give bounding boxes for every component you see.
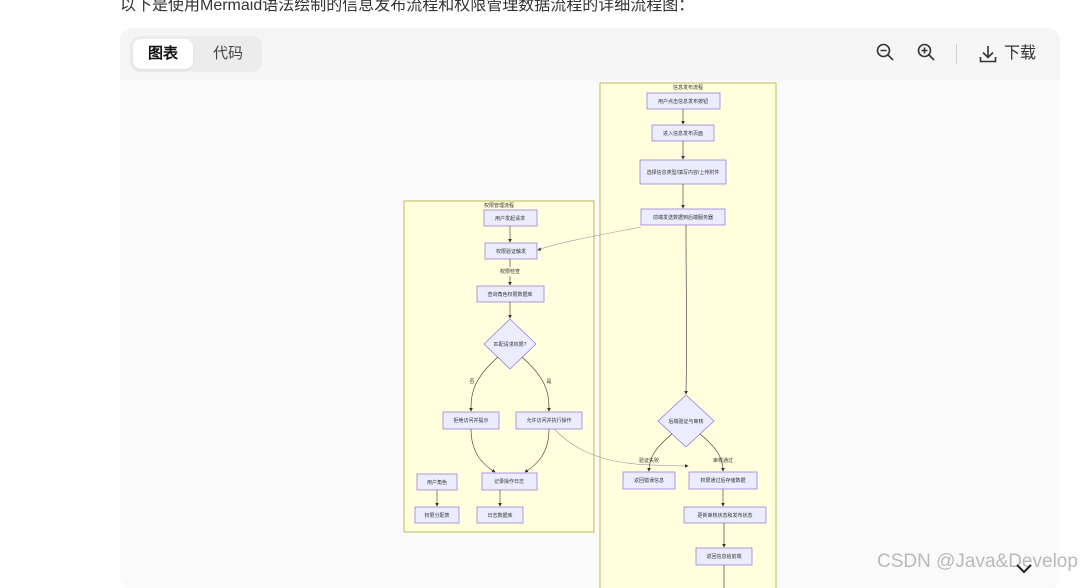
right-node-click: 用户点击信息发布按钮 bbox=[646, 92, 721, 110]
svg-text:前端发送数据到后端服务器: 前端发送数据到后端服务器 bbox=[653, 214, 713, 221]
zoom-in-button[interactable] bbox=[916, 42, 936, 67]
right-node-fill: 选择信息类型/填写内容/上传附件 bbox=[639, 159, 727, 185]
right-node-store: 权限通过后存储数据 bbox=[688, 471, 758, 490]
diagram-toolbar: 图表 代码 下载 bbox=[120, 28, 1060, 80]
right-node-return: 返回信息给前端 bbox=[695, 547, 753, 566]
svg-text:返回错误信息: 返回错误信息 bbox=[634, 477, 664, 484]
svg-text:用户发起请求: 用户发起请求 bbox=[495, 215, 525, 222]
left-node-log: 记录操作日志 bbox=[481, 472, 538, 491]
left-node-perm-table: 权限分配表 bbox=[414, 506, 460, 524]
diagram-canvas[interactable]: 权限管理流程 信息发布流程 用户发起请求 权限验证触发 权限检查 查询角色权限数… bbox=[120, 80, 1060, 588]
intro-text: 以下是使用Mermaid语法绘制的信息发布流程和权限管理数据流程的详细流程图： bbox=[120, 0, 695, 14]
svg-text:权限验证触发: 权限验证触发 bbox=[496, 248, 526, 255]
left-node-request: 用户发起请求 bbox=[483, 209, 538, 227]
svg-text:更新审核状态和发布状态: 更新审核状态和发布状态 bbox=[697, 512, 752, 519]
left-node-user-role: 用户角色 bbox=[416, 473, 458, 491]
download-label: 下载 bbox=[1004, 45, 1037, 62]
left-node-log-db: 日志数据库 bbox=[476, 506, 524, 524]
scroll-down-button[interactable] bbox=[1014, 562, 1034, 581]
view-tabs: 图表 代码 bbox=[130, 36, 262, 72]
watermark: CSDN @Java&Develop bbox=[877, 551, 1078, 572]
zoom-in-icon bbox=[917, 43, 935, 61]
left-node-query-db: 查询角色权限数据库 bbox=[476, 285, 545, 303]
flowchart-edges bbox=[435, 109, 726, 588]
left-node-auth-trigger: 权限验证触发 bbox=[484, 242, 538, 260]
right-node-update-status: 更新审核状态和发布状态 bbox=[683, 506, 767, 524]
tab-chart[interactable]: 图表 bbox=[133, 39, 193, 69]
left-label-yes: 是 bbox=[546, 379, 551, 385]
right-label-fail: 验证失败 bbox=[639, 457, 659, 464]
flowchart: 权限管理流程 信息发布流程 用户发起请求 权限验证触发 权限检查 查询角色权限数… bbox=[403, 82, 777, 588]
toolbar-divider bbox=[956, 44, 957, 64]
left-node-allow: 允许访问并执行操作 bbox=[515, 411, 583, 430]
left-cluster-title: 权限管理流程 bbox=[484, 202, 514, 209]
right-node-enter-page: 进入信息发布页面 bbox=[651, 124, 715, 142]
tab-code[interactable]: 代码 bbox=[212, 45, 243, 62]
svg-text:允许访问并执行操作: 允许访问并执行操作 bbox=[526, 417, 571, 424]
left-label-check: 权限检查 bbox=[500, 268, 520, 275]
svg-text:匹配请求权限?: 匹配请求权限? bbox=[494, 341, 527, 348]
svg-text:权限分配表: 权限分配表 bbox=[424, 512, 449, 519]
right-label-pass: 审核通过 bbox=[713, 457, 733, 464]
svg-text:拒绝访问并提示: 拒绝访问并提示 bbox=[453, 417, 488, 424]
right-cluster-title: 信息发布流程 bbox=[673, 84, 703, 91]
right-node-error: 返回错误信息 bbox=[622, 471, 676, 490]
left-decision-match: 匹配请求权限? bbox=[483, 318, 537, 370]
chevron-down-icon bbox=[1016, 564, 1032, 574]
svg-text:记录操作日志: 记录操作日志 bbox=[494, 478, 524, 485]
svg-text:选择信息类型/填写内容/上传附件: 选择信息类型/填写内容/上传附件 bbox=[647, 169, 720, 176]
svg-text:用户角色: 用户角色 bbox=[427, 479, 447, 486]
svg-text:返回信息给前端: 返回信息给前端 bbox=[706, 553, 741, 560]
svg-text:查询角色权限数据库: 查询角色权限数据库 bbox=[487, 291, 532, 298]
download-icon bbox=[979, 46, 997, 63]
left-label-no: 否 bbox=[469, 379, 474, 385]
svg-text:用户点击信息发布按钮: 用户点击信息发布按钮 bbox=[658, 98, 708, 105]
right-node-send: 前端发送数据到后端服务器 bbox=[640, 208, 726, 226]
zoom-out-button[interactable] bbox=[875, 42, 895, 67]
svg-text:后端验证与审核: 后端验证与审核 bbox=[668, 418, 703, 425]
svg-text:进入信息发布页面: 进入信息发布页面 bbox=[663, 130, 703, 137]
diagram-card: 图表 代码 下载 bbox=[120, 28, 1060, 588]
svg-text:权限通过后存储数据: 权限通过后存储数据 bbox=[700, 477, 745, 484]
svg-text:日志数据库: 日志数据库 bbox=[487, 512, 512, 519]
zoom-out-icon bbox=[876, 43, 894, 61]
left-node-deny: 拒绝访问并提示 bbox=[442, 411, 500, 430]
